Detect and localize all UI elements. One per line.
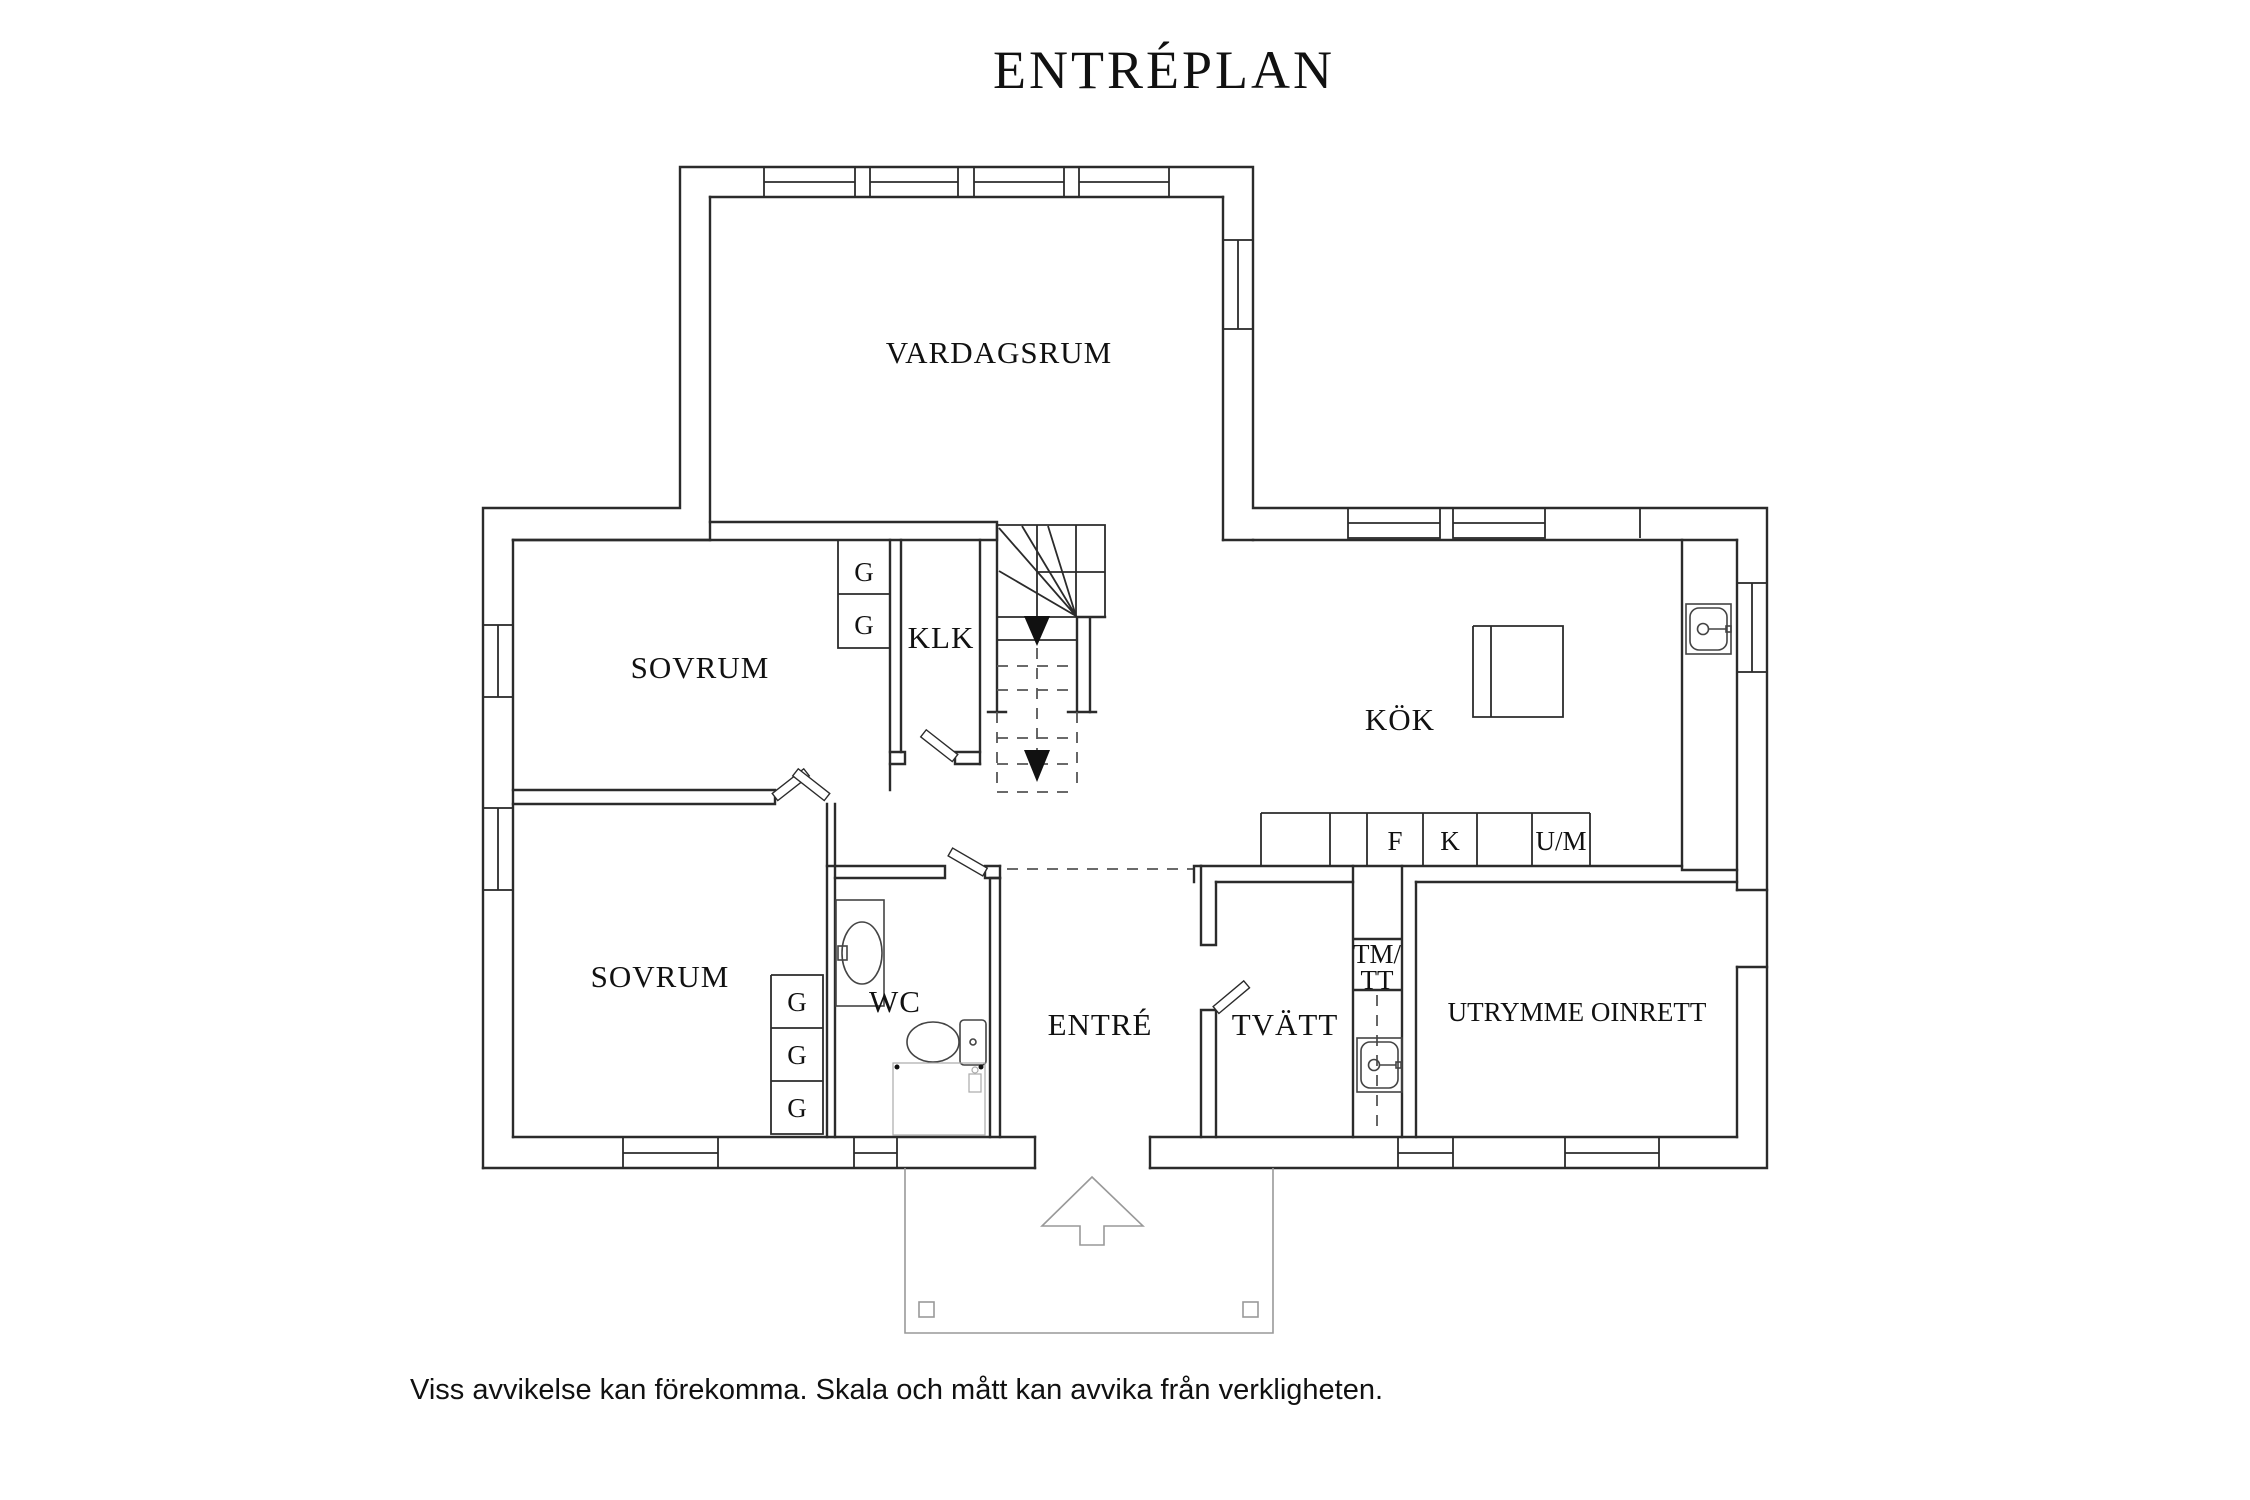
- window-left-1: [482, 624, 514, 698]
- disclaimer-text: Viss avvikelse kan förekomma. Skala och …: [410, 1374, 1383, 1406]
- wall-entre-tvatt: [1199, 864, 1218, 1139]
- label-wc: WC: [869, 984, 921, 1019]
- window-kok-right: [1736, 582, 1768, 673]
- window-kok-top-1: [1347, 507, 1441, 539]
- wall-klk-stair: [978, 523, 999, 766]
- stair-winder-fan: [998, 525, 1077, 617]
- label-g4: G: [787, 1040, 807, 1070]
- kitchen-island: [1472, 625, 1564, 718]
- wall-kok-south: [1199, 864, 1739, 884]
- label-utrymme: UTRYMME OINRETT: [1448, 997, 1707, 1027]
- room-labels: VARDAGSRUM SOVRUM SOVRUM KLK KÖK WC ENTR…: [591, 335, 1707, 1042]
- entre-opening-cap: [1192, 864, 1203, 884]
- stair-down-arrow-lower: [1024, 750, 1050, 782]
- stair-right-wall: [1075, 615, 1107, 714]
- window-bottom-4: [1564, 1136, 1660, 1169]
- window-bottom-2: [853, 1136, 898, 1169]
- window-top-4: [1078, 166, 1170, 198]
- outer-wall-line: [481, 165, 1769, 1170]
- label-tm-line1: TM/: [1353, 939, 1402, 969]
- label-sovrum-upper: SOVRUM: [631, 650, 770, 685]
- porch-post-left: [918, 1301, 935, 1318]
- label-g3: G: [787, 987, 807, 1017]
- shower-area: [892, 1062, 986, 1136]
- interior-walls: [511, 520, 1739, 1139]
- window-bottom-3: [1397, 1136, 1454, 1169]
- label-g1: G: [854, 557, 874, 587]
- label-vardagsrum: VARDAGSRUM: [886, 335, 1113, 370]
- label-sovrum-lower: SOVRUM: [591, 959, 730, 994]
- window-bottom-1: [622, 1136, 719, 1169]
- window-top-1: [763, 166, 856, 198]
- door-leaf-sovrum-lower: [791, 767, 831, 802]
- window-top-3: [973, 166, 1065, 198]
- staircase: [986, 524, 1107, 793]
- entrance-door-caps: [1033, 1135, 1152, 1170]
- stair-winder-box: [996, 524, 1106, 618]
- stair-winder-grid: [1036, 525, 1105, 617]
- windows: [482, 166, 1768, 1169]
- label-entre: ENTRÉ: [1048, 1007, 1153, 1042]
- wall-klk-south: [888, 750, 982, 766]
- label-fridge: F: [1387, 826, 1402, 856]
- window-left-2: [482, 807, 514, 891]
- label-g2: G: [854, 610, 874, 640]
- door-leaf-klk: [919, 728, 959, 763]
- wall-wc-entre: [988, 876, 1002, 1139]
- porch-post-right: [1242, 1301, 1259, 1318]
- label-klk: KLK: [908, 620, 975, 655]
- kitchen-counter-right: [1680, 538, 1739, 872]
- small-labels: G G G G G F K U/M TM/ TT: [787, 557, 1586, 1123]
- window-top-2: [869, 166, 959, 198]
- door-leaves: [771, 728, 1251, 1015]
- label-tvatt: TVÄTT: [1232, 1007, 1339, 1042]
- label-kyl: K: [1440, 826, 1460, 856]
- entrance-porch: [904, 1168, 1274, 1334]
- wall-sovrum2-wc: [825, 802, 837, 1139]
- closet-column-sovrum-upper: [837, 540, 890, 649]
- wall-vardagsrum-south: [511, 520, 999, 542]
- laundry-sink: [1356, 1037, 1403, 1093]
- porch-outline: [904, 1168, 1274, 1334]
- label-tm-line2: TT: [1361, 965, 1394, 995]
- label-um: U/M: [1535, 826, 1586, 856]
- closet-column-sovrum-lower: [770, 974, 824, 1135]
- entrance-arrow-icon: [1040, 1175, 1145, 1246]
- fixtures: [835, 603, 1732, 1136]
- toilet: [906, 1019, 987, 1066]
- page-title: ENTRÉPLAN: [993, 40, 1335, 100]
- wc-basin: [835, 899, 885, 1007]
- wall-between-bedrooms: [511, 788, 777, 806]
- window-kok-top-2: [1452, 507, 1546, 539]
- door-leaf-tvatt: [1212, 979, 1251, 1015]
- kitchen-sink: [1685, 603, 1732, 655]
- label-kok: KÖK: [1365, 702, 1435, 737]
- kitchen-counter-row: [1260, 812, 1591, 866]
- wall-tmtt-bay: [1351, 864, 1404, 1139]
- label-g5: G: [787, 1093, 807, 1123]
- stair-down-arrow-upper: [1024, 616, 1050, 646]
- right-wall-niche: [1735, 888, 1769, 969]
- wall-sovrum1-klk: [888, 538, 903, 792]
- door-leaf-wc: [947, 847, 989, 877]
- window-vardagsrum-right: [1222, 239, 1254, 330]
